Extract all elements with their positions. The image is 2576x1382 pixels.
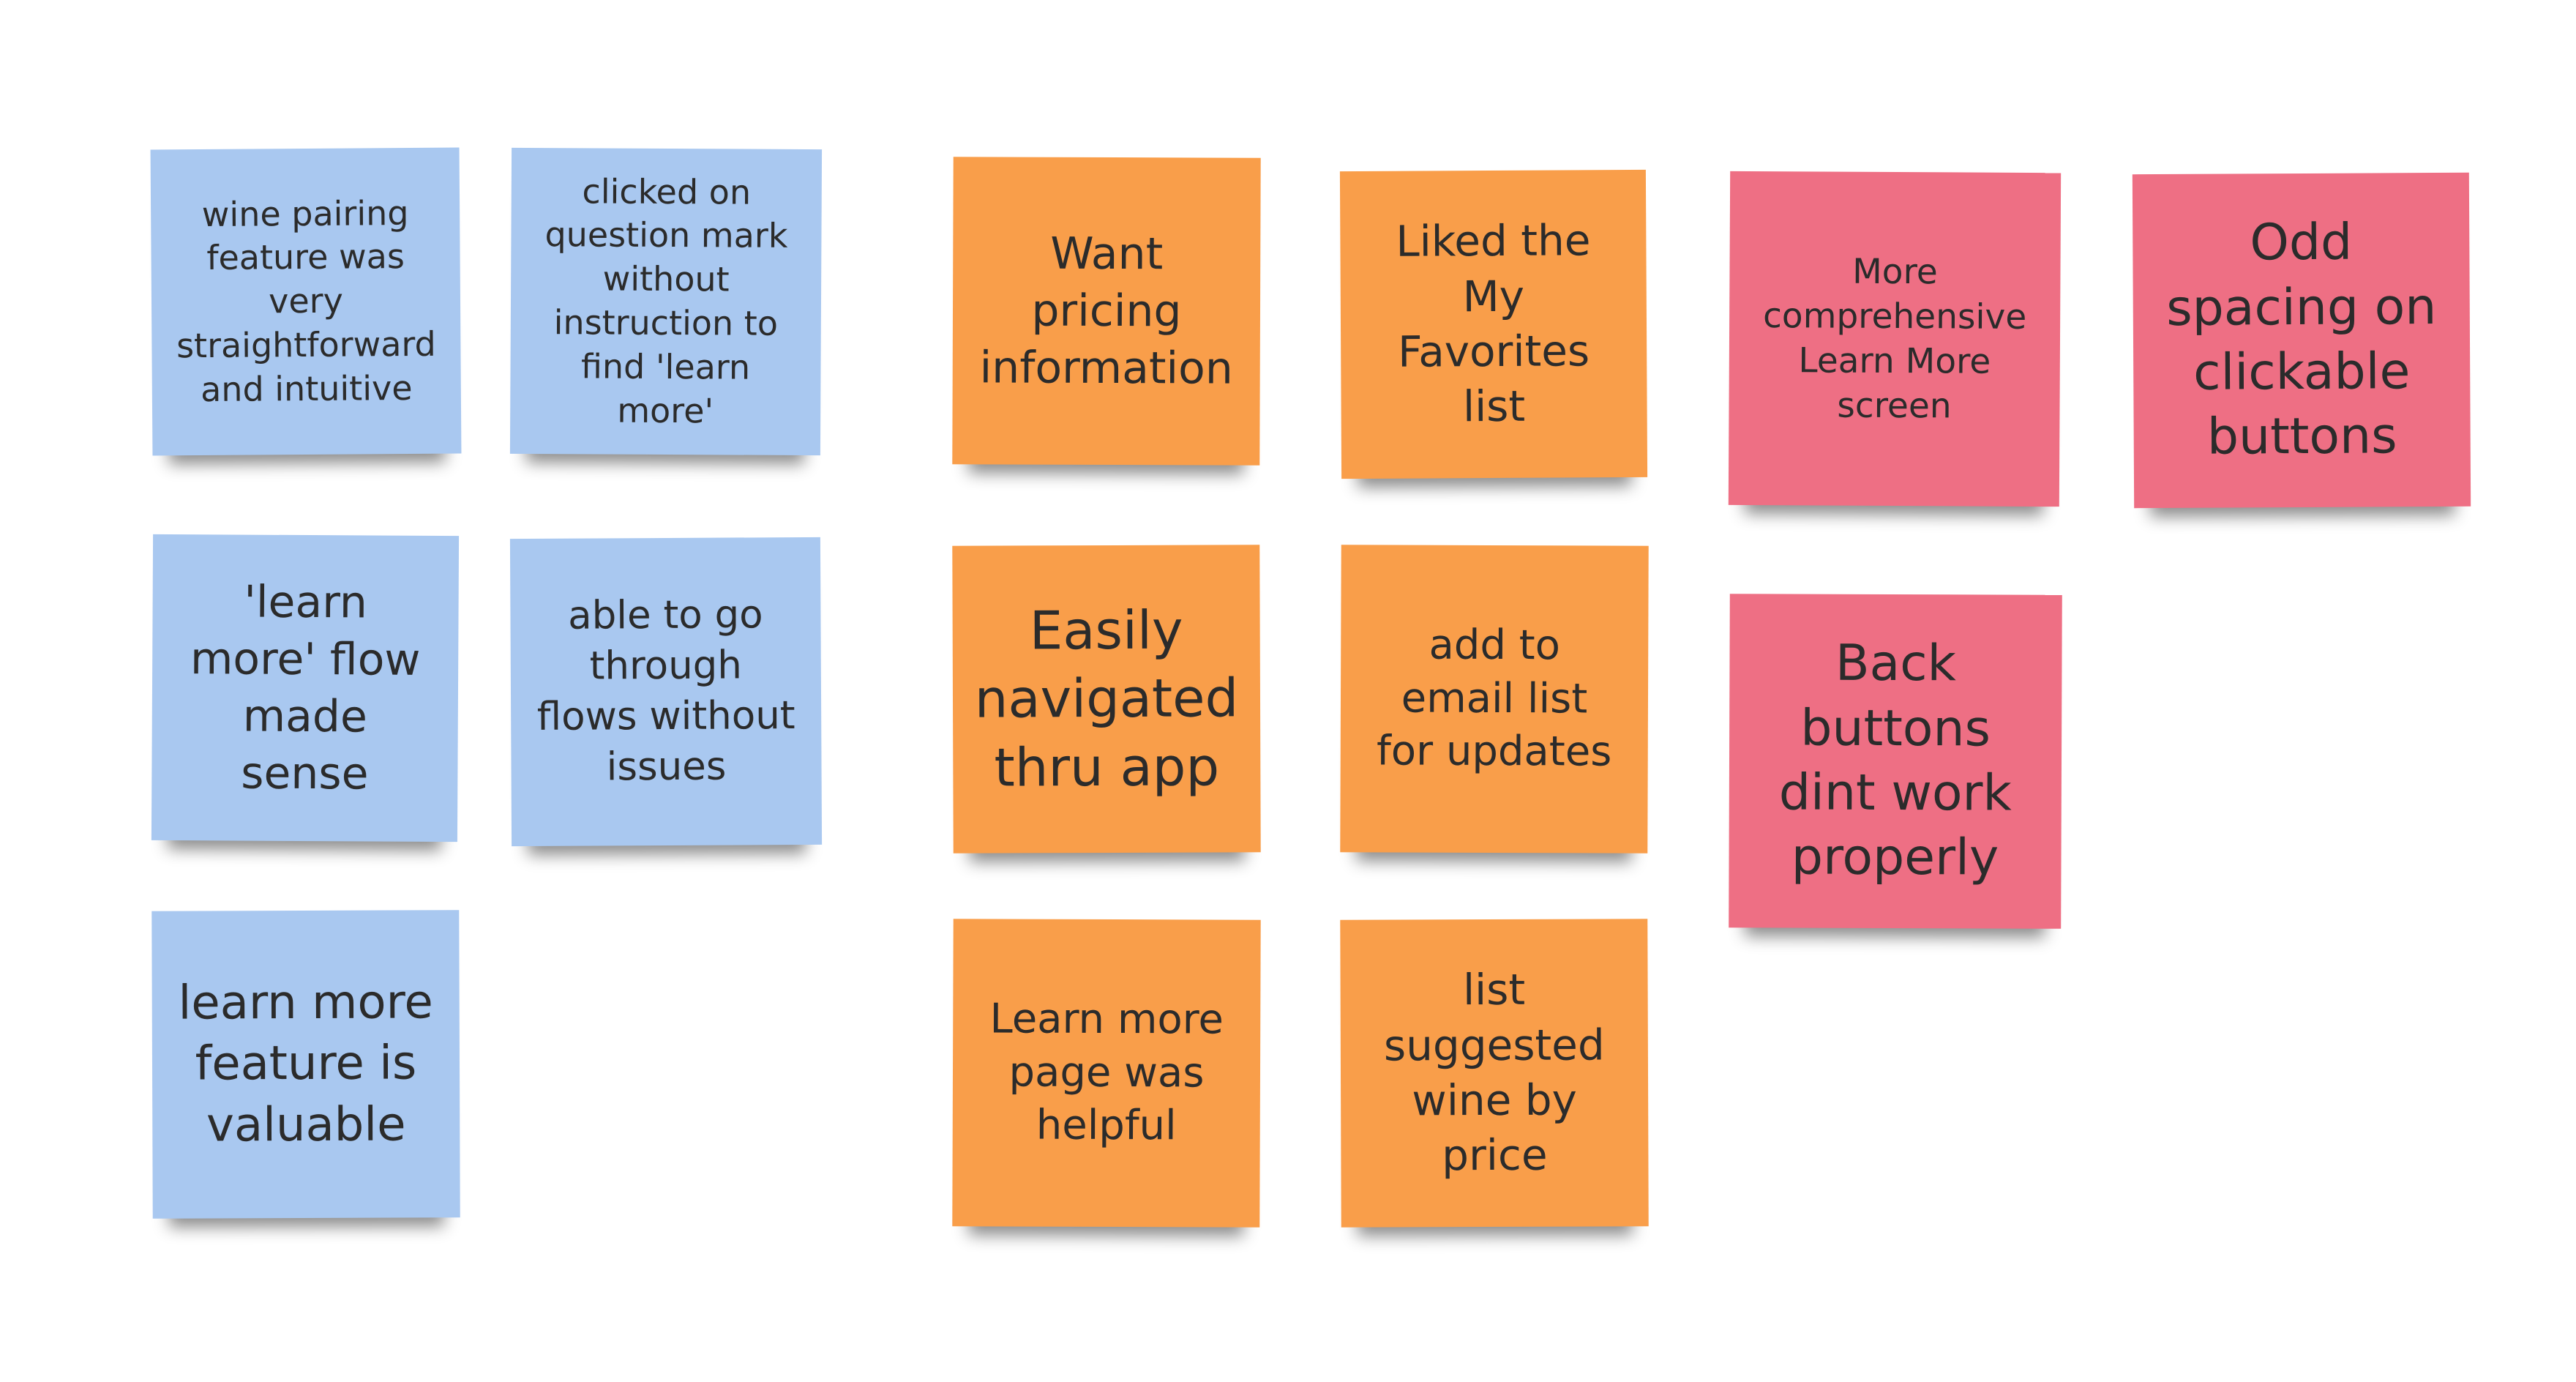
note-text: Want pricing information: [979, 228, 1233, 395]
sticky-note-wine-pairing[interactable]: wine pairing feature was very straightfo…: [150, 147, 462, 456]
sticky-note-wine-by-price[interactable]: list suggested wine by price: [1340, 919, 1649, 1228]
note-text: Odd spacing on clickable buttons: [2165, 213, 2437, 467]
sticky-note-learn-more-helpful[interactable]: Learn more page was helpful: [952, 919, 1261, 1228]
note-text: learn more feature is valuable: [178, 975, 433, 1153]
note-text: able to go through flows without issues: [536, 592, 795, 790]
sticky-note-back-buttons[interactable]: Back buttons dint work properly: [1729, 594, 2062, 929]
note-text: add to email list for updates: [1376, 621, 1612, 776]
sticky-note-learn-more-valuable[interactable]: learn more feature is valuable: [151, 910, 460, 1219]
sticky-note-easily-navigated[interactable]: Easily navigated thru app: [952, 545, 1261, 854]
sticky-note-learn-more-flow[interactable]: 'learn more' flow made sense: [151, 534, 460, 843]
sticky-note-question-mark[interactable]: clicked on question mark without instruc…: [509, 147, 823, 456]
note-text: list suggested wine by price: [1383, 965, 1605, 1181]
note-text: clicked on question mark without instruc…: [544, 171, 788, 430]
note-text: 'learn more' flow made sense: [190, 576, 421, 800]
sticky-note-odd-spacing[interactable]: Odd spacing on clickable buttons: [2132, 172, 2471, 509]
note-text: Easily navigated thru app: [974, 599, 1239, 799]
sticky-note-email-list[interactable]: add to email list for updates: [1340, 545, 1649, 854]
note-text: Back buttons dint work properly: [1778, 634, 2012, 887]
sticky-note-pricing-information[interactable]: Want pricing information: [952, 157, 1261, 466]
note-text: wine pairing feature was very straightfo…: [176, 193, 436, 409]
note-text: More comprehensive Learn More screen: [1762, 251, 2027, 427]
note-text: Liked the My Favorites list: [1396, 215, 1591, 432]
sticky-note-my-favorites[interactable]: Liked the My Favorites list: [1339, 169, 1648, 479]
note-text: Learn more page was helpful: [989, 995, 1224, 1150]
sticky-note-flows-without-issues[interactable]: able to go through flows without issues: [509, 537, 823, 847]
sticky-note-comprehensive-learn-more[interactable]: More comprehensive Learn More screen: [1728, 171, 2062, 507]
